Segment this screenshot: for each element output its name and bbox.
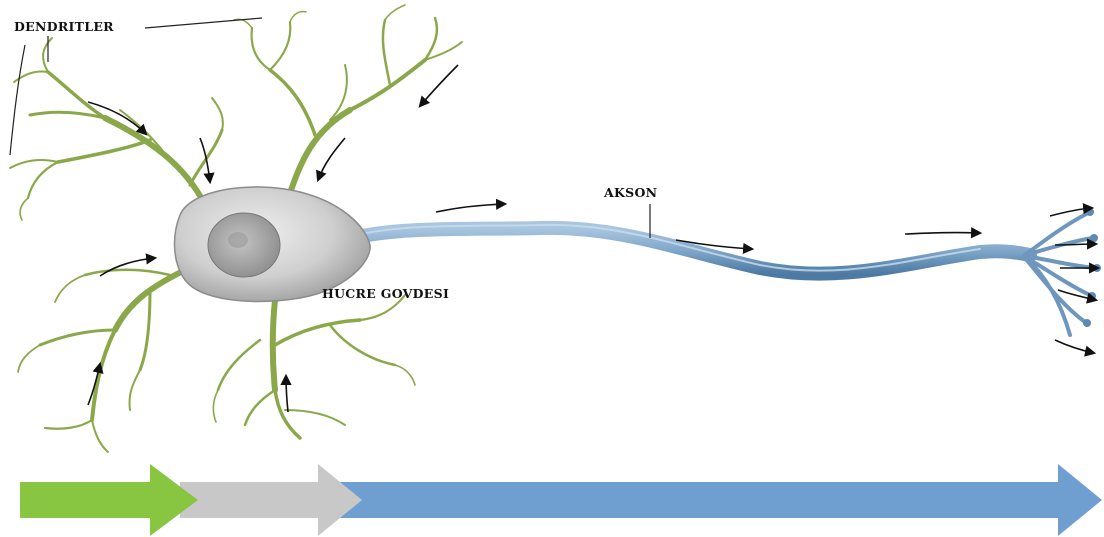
dendrites-leader-line	[145, 18, 262, 28]
dendrite-upper-left	[10, 38, 223, 220]
signal-arrow	[420, 65, 458, 106]
signal-arrow	[318, 138, 345, 180]
dendrite-top	[234, 5, 462, 200]
flow-arrow-axon	[340, 464, 1102, 536]
axon-terminals	[1025, 213, 1095, 335]
signal-arrow	[436, 204, 505, 212]
flow-bar	[20, 464, 1102, 536]
signal-arrow	[88, 102, 146, 134]
axon	[330, 208, 1101, 335]
signal-arrow	[286, 376, 288, 412]
signal-arrow	[1055, 244, 1096, 245]
signal-arrow	[100, 258, 155, 276]
dendrites-label: DENDRITLER	[14, 19, 114, 34]
dendrite-lower-left	[18, 270, 185, 452]
cell-body-label: HUCRE GOVDESI	[322, 286, 449, 301]
dendrites-leader-line	[10, 45, 25, 155]
axon-label: AKSON	[604, 185, 657, 200]
dendrite-bottom	[213, 295, 415, 438]
flow-arrow-cell-body	[180, 464, 362, 536]
signal-arrow	[905, 233, 980, 234]
cell-body	[175, 187, 371, 301]
signal-arrow	[1055, 340, 1094, 353]
flow-arrow-dendrites	[20, 464, 198, 536]
